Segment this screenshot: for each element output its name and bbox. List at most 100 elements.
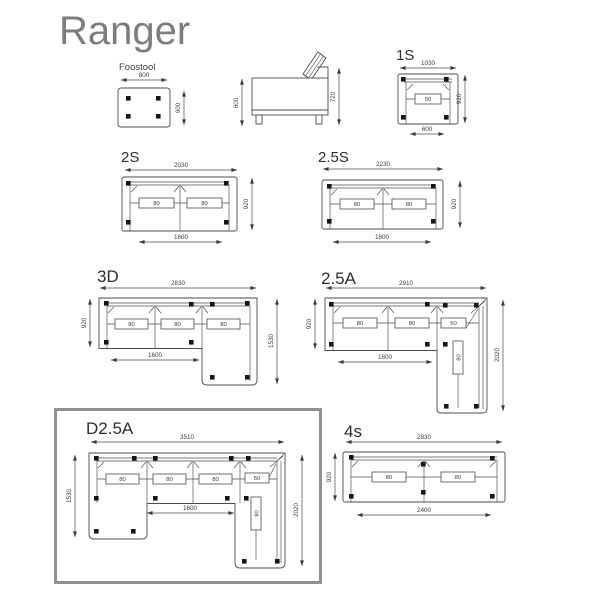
2-5s-dim-depth: 920: [451, 181, 462, 228]
svg-text:80: 80: [409, 321, 416, 327]
svg-text:2400: 2400: [417, 507, 432, 514]
front-leg: [255, 114, 263, 125]
model-1s-diagram: 1S 1030 50 920 600: [396, 47, 467, 136]
model-1s-label: 1S: [396, 47, 414, 64]
side-view-dim-seat-height: 600: [233, 79, 244, 126]
svg-text:80: 80: [119, 477, 126, 483]
2-5a-legs: [329, 302, 479, 409]
3d-dim-chaise-depth: 1530: [268, 299, 279, 384]
svg-text:600: 600: [422, 126, 433, 133]
back-cushion: [302, 51, 327, 81]
page-title: Ranger: [59, 9, 190, 53]
svg-text:1800: 1800: [378, 354, 393, 361]
svg-text:80: 80: [357, 321, 364, 327]
footstool-label: Foostool: [119, 62, 155, 73]
footstool-outline: [117, 87, 171, 128]
back-leg: [315, 114, 323, 125]
2s-dim-seat-width: 1600: [139, 234, 222, 244]
svg-text:2910: 2910: [399, 280, 414, 287]
3d-dim-width: 2830: [100, 280, 256, 290]
model-2s-label: 2S: [121, 149, 139, 166]
d2-5a-dim-width: 3510: [91, 434, 284, 444]
svg-text:2830: 2830: [417, 434, 432, 441]
model-2-5a-label: 2.5A: [321, 269, 357, 288]
1s-dim-width: 1030: [400, 60, 456, 70]
3d-cushions: 80 80 80: [114, 318, 241, 330]
model-d2-5a-diagram: D2.5A 3510: [66, 419, 304, 569]
model-2-5a-diagram: 2.5A 2910 80: [306, 269, 505, 414]
svg-text:920: 920: [451, 198, 458, 209]
footstool-diagram: Foostool 800 600: [117, 62, 186, 128]
footstool-legs: [126, 96, 161, 119]
svg-text:2830: 2830: [171, 280, 186, 287]
2s-outline: [121, 176, 238, 232]
3d-dim-depth: 920: [81, 299, 92, 347]
d2-5a-dim-left-depth: 1530: [66, 455, 77, 537]
svg-text:1030: 1030: [421, 60, 436, 67]
d2-5a-legs: [94, 456, 280, 564]
svg-text:3510: 3510: [180, 434, 195, 441]
2-5a-dim-seat-width: 1800: [338, 354, 432, 364]
model-4s-diagram: 4s 2830 80 80 920: [326, 422, 506, 517]
svg-text:920: 920: [243, 198, 250, 209]
svg-text:80: 80: [166, 477, 173, 483]
svg-text:80: 80: [153, 201, 160, 207]
d2-5a-cushions: 80 80 80 50 80: [105, 472, 270, 531]
3d-dim-seat-width: 1600: [111, 352, 199, 362]
footstool-dim-depth: 600: [175, 91, 186, 125]
svg-text:80: 80: [255, 510, 261, 517]
2s-cushions: 80 80: [138, 197, 223, 209]
svg-text:1600: 1600: [174, 234, 189, 241]
svg-text:50: 50: [254, 476, 261, 482]
model-d2-5a-label: D2.5A: [86, 419, 134, 438]
svg-text:600: 600: [233, 97, 240, 108]
4s-dim-seat-width: 2400: [357, 507, 491, 517]
model-2s-diagram: 2S 2030 80 80 920 1: [121, 149, 254, 244]
svg-text:920: 920: [306, 318, 313, 329]
svg-text:1530: 1530: [66, 489, 73, 504]
svg-text:800: 800: [139, 72, 150, 79]
svg-text:80: 80: [128, 322, 135, 328]
2-5a-cushions: 80 80 50 80: [342, 317, 467, 375]
svg-text:2020: 2020: [494, 348, 501, 363]
svg-text:80: 80: [212, 477, 219, 483]
highlight-frame: [54, 408, 322, 584]
1s-dim-seat-width: 600: [410, 126, 444, 136]
svg-text:80: 80: [201, 201, 208, 207]
svg-text:1800: 1800: [375, 234, 390, 241]
model-4s-label: 4s: [344, 422, 362, 441]
svg-text:2030: 2030: [174, 162, 189, 169]
svg-text:920: 920: [81, 317, 88, 328]
svg-text:1600: 1600: [148, 352, 163, 359]
2s-legs: [126, 181, 229, 225]
2-5s-dim-seat-width: 1800: [333, 234, 431, 244]
model-2-5s-diagram: 2.5S 2230 80 80 920: [318, 149, 462, 244]
d2-5a-dim-seat-width: 1600: [147, 505, 234, 515]
3d-outline: [98, 297, 258, 386]
svg-text:920: 920: [456, 93, 463, 104]
2-5a-dim-depth: 920: [306, 299, 317, 349]
side-view-dim-total-height: 720: [330, 68, 341, 125]
side-view-diagram: 600 720: [233, 51, 341, 126]
svg-text:80: 80: [386, 475, 393, 481]
svg-text:600: 600: [175, 102, 182, 113]
svg-text:920: 920: [326, 471, 333, 482]
2-5s-outline: [321, 179, 444, 230]
2s-dim-depth: 920: [243, 178, 254, 230]
d2-5a-dim-right-depth: 2020: [293, 455, 304, 566]
1s-legs: [401, 77, 449, 120]
svg-text:720: 720: [330, 91, 337, 102]
2-5a-dim-chaise-depth: 2020: [494, 300, 505, 411]
4s-dim-width: 2830: [346, 434, 502, 444]
2-5s-legs: [327, 184, 436, 224]
4s-cushions: 80 80: [371, 471, 476, 483]
4s-dim-depth: 920: [326, 453, 337, 501]
side-view-body: [251, 51, 329, 125]
svg-text:2230: 2230: [376, 161, 391, 168]
svg-text:1530: 1530: [268, 334, 275, 349]
svg-text:80: 80: [455, 475, 462, 481]
1s-dim-depth: 920: [456, 75, 467, 123]
4s-legs: [349, 455, 495, 499]
1s-cushion: 50: [414, 93, 442, 105]
